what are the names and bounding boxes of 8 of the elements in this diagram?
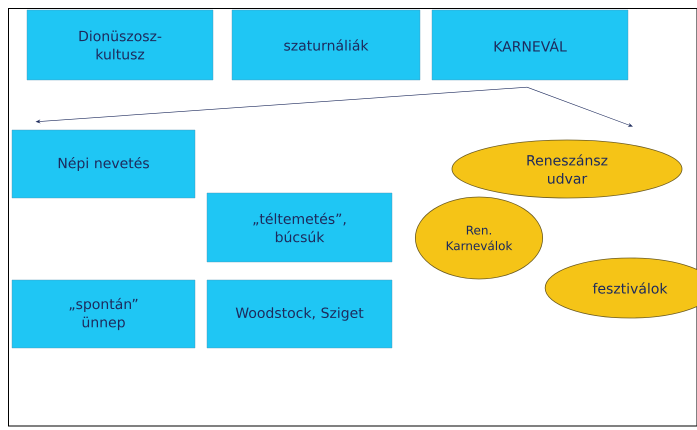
concept-box: szaturnáliák bbox=[232, 10, 420, 80]
concept-box: Népi nevetés bbox=[12, 130, 196, 198]
concept-box: „téltemetés”, búcsúk bbox=[206, 192, 392, 262]
concept-box: Dionüszosz-kultusz bbox=[26, 10, 214, 80]
concept-box: Woodstock, Sziget bbox=[206, 280, 392, 348]
concept-box: KARNEVÁL bbox=[432, 10, 628, 80]
arrow bbox=[526, 86, 633, 127]
concept-box: „spontán” ünnep bbox=[12, 280, 196, 348]
